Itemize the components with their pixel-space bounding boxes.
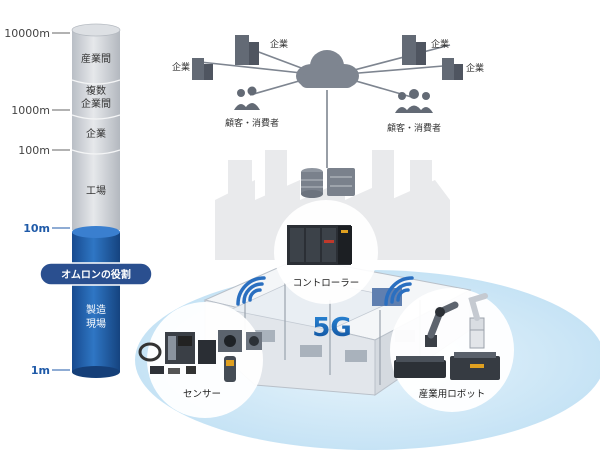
role-bar bbox=[39, 262, 153, 286]
segment-label: 企業間 bbox=[81, 97, 111, 110]
company-label: 企業 bbox=[172, 61, 190, 73]
mobile-robot-icon bbox=[394, 352, 500, 380]
building-icon bbox=[402, 35, 426, 65]
company-label: 企業 bbox=[466, 62, 484, 74]
building-icon bbox=[235, 35, 259, 65]
5g-label: 5G bbox=[312, 313, 351, 343]
segment-label: 現場 bbox=[86, 317, 106, 330]
database-icon bbox=[301, 168, 323, 198]
role-label: オムロンの役割 bbox=[61, 268, 131, 281]
segment-label: 産業間 bbox=[81, 52, 111, 65]
segment-label: 工場 bbox=[86, 184, 106, 197]
company-label: 企業 bbox=[431, 38, 449, 50]
scale-tick-label: 100m bbox=[18, 144, 50, 157]
people-icon bbox=[395, 89, 433, 113]
controller-device-icon bbox=[287, 225, 352, 265]
building-icon bbox=[442, 58, 463, 80]
industrial-robot-icon bbox=[425, 293, 488, 349]
people-icon bbox=[234, 86, 260, 110]
scale-tick-label: 10m bbox=[23, 222, 50, 235]
wireless-signal-icon bbox=[384, 276, 414, 306]
scale-tick-label: 10000m bbox=[4, 27, 50, 40]
company-label: 企業 bbox=[270, 38, 288, 50]
robot-label: 産業用ロボット bbox=[419, 388, 486, 400]
scale-cylinder bbox=[71, 23, 121, 378]
scale-tick-label: 1000m bbox=[11, 104, 50, 117]
segment-label: 複数 bbox=[86, 84, 106, 97]
consumer-label: 顧客・消費者 bbox=[225, 117, 279, 129]
sensor-devices-icon bbox=[138, 330, 262, 382]
controller-label: コントローラー bbox=[293, 278, 360, 289]
scale-ticks bbox=[52, 32, 70, 371]
building-icon bbox=[192, 58, 213, 80]
wireless-signal-icon bbox=[236, 276, 266, 306]
sensor-label: センサー bbox=[183, 389, 221, 400]
scale-tick-label: 1m bbox=[31, 364, 50, 377]
cloud-icon bbox=[296, 50, 359, 88]
server-icon bbox=[327, 168, 355, 196]
segment-label: 製造 bbox=[86, 303, 106, 316]
segment-label: 企業 bbox=[86, 127, 106, 140]
consumer-label: 顧客・消費者 bbox=[387, 122, 441, 134]
